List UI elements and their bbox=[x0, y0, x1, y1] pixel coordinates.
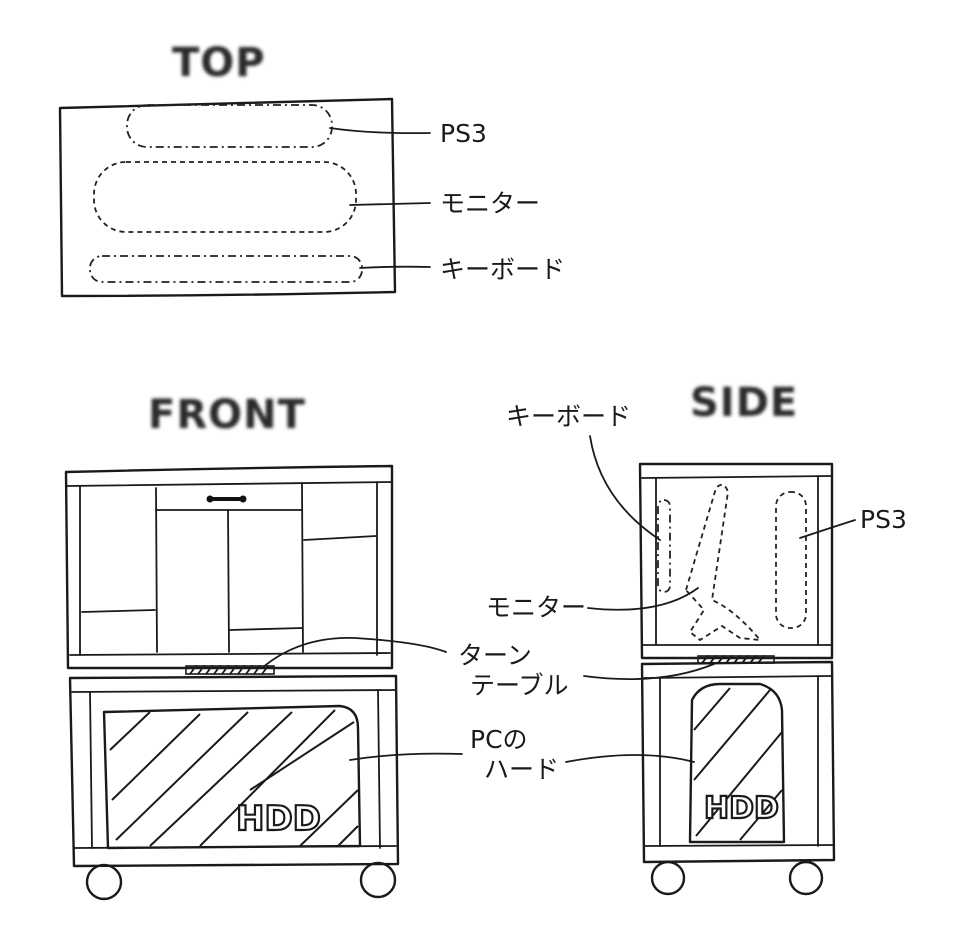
front-hdd: HDD bbox=[102, 704, 362, 850]
front-wheel-right bbox=[359, 861, 397, 899]
front-wheel-left bbox=[85, 863, 123, 901]
side-ps3-label: PS3 bbox=[860, 505, 907, 534]
door-handle-icon bbox=[206, 495, 247, 503]
front-view: FRONT bbox=[64, 392, 400, 901]
side-view: SIDE bbox=[486, 380, 907, 896]
top-ps3-leader bbox=[329, 127, 431, 135]
side-monitor-outline bbox=[684, 483, 763, 642]
front-doors bbox=[81, 483, 377, 653]
turntable-label-line1: ターン bbox=[458, 641, 532, 670]
turntable-leader-side bbox=[583, 663, 715, 681]
front-upper-cabinet bbox=[64, 464, 394, 670]
turntable-leader-front bbox=[261, 637, 447, 669]
front-view-title: FRONT bbox=[148, 392, 306, 438]
pc-hdd-label-line1: PCの bbox=[470, 725, 528, 754]
side-hdd: HDD bbox=[688, 682, 786, 844]
side-wheel-right bbox=[788, 860, 824, 896]
top-keyboard-leader bbox=[359, 265, 431, 269]
side-monitor-label: モニター bbox=[486, 593, 586, 622]
top-ps3-label: PS3 bbox=[440, 119, 487, 148]
turntable-label-line2: テーブル bbox=[470, 671, 569, 700]
side-wheel-left bbox=[650, 860, 686, 896]
top-ps3-outline bbox=[126, 104, 333, 148]
pc-hdd-leader-front bbox=[349, 752, 463, 761]
front-lower-cabinet bbox=[68, 674, 400, 868]
top-view-outline bbox=[58, 97, 397, 298]
top-view-title: TOP bbox=[172, 40, 266, 86]
side-ps3-leader bbox=[799, 519, 856, 539]
side-keyboard-label: キーボード bbox=[506, 402, 631, 431]
top-monitor-leader bbox=[349, 202, 431, 206]
shared-callouts: ターン テーブル PCの ハード bbox=[261, 637, 715, 784]
front-turntable bbox=[185, 665, 275, 675]
side-upper-cabinet bbox=[638, 462, 834, 660]
top-keyboard-outline bbox=[89, 255, 363, 283]
pc-hdd-label-line2: ハード bbox=[484, 755, 559, 784]
side-hdd-label: HDD bbox=[704, 791, 779, 826]
side-ps3-outline bbox=[775, 491, 807, 629]
pc-hdd-leader-side bbox=[565, 754, 695, 763]
side-keyboard-leader bbox=[589, 435, 661, 541]
top-keyboard-label: キーボード bbox=[440, 255, 565, 284]
top-monitor-outline bbox=[93, 161, 357, 233]
top-view: TOP PS3 モニター キーボード bbox=[58, 40, 565, 298]
side-monitor-leader bbox=[587, 587, 699, 611]
side-keyboard-outline bbox=[657, 499, 671, 593]
top-monitor-label: モニター bbox=[440, 189, 540, 218]
side-lower-cabinet bbox=[640, 660, 836, 864]
front-hdd-label: HDD bbox=[236, 799, 321, 839]
side-view-title: SIDE bbox=[690, 380, 798, 426]
